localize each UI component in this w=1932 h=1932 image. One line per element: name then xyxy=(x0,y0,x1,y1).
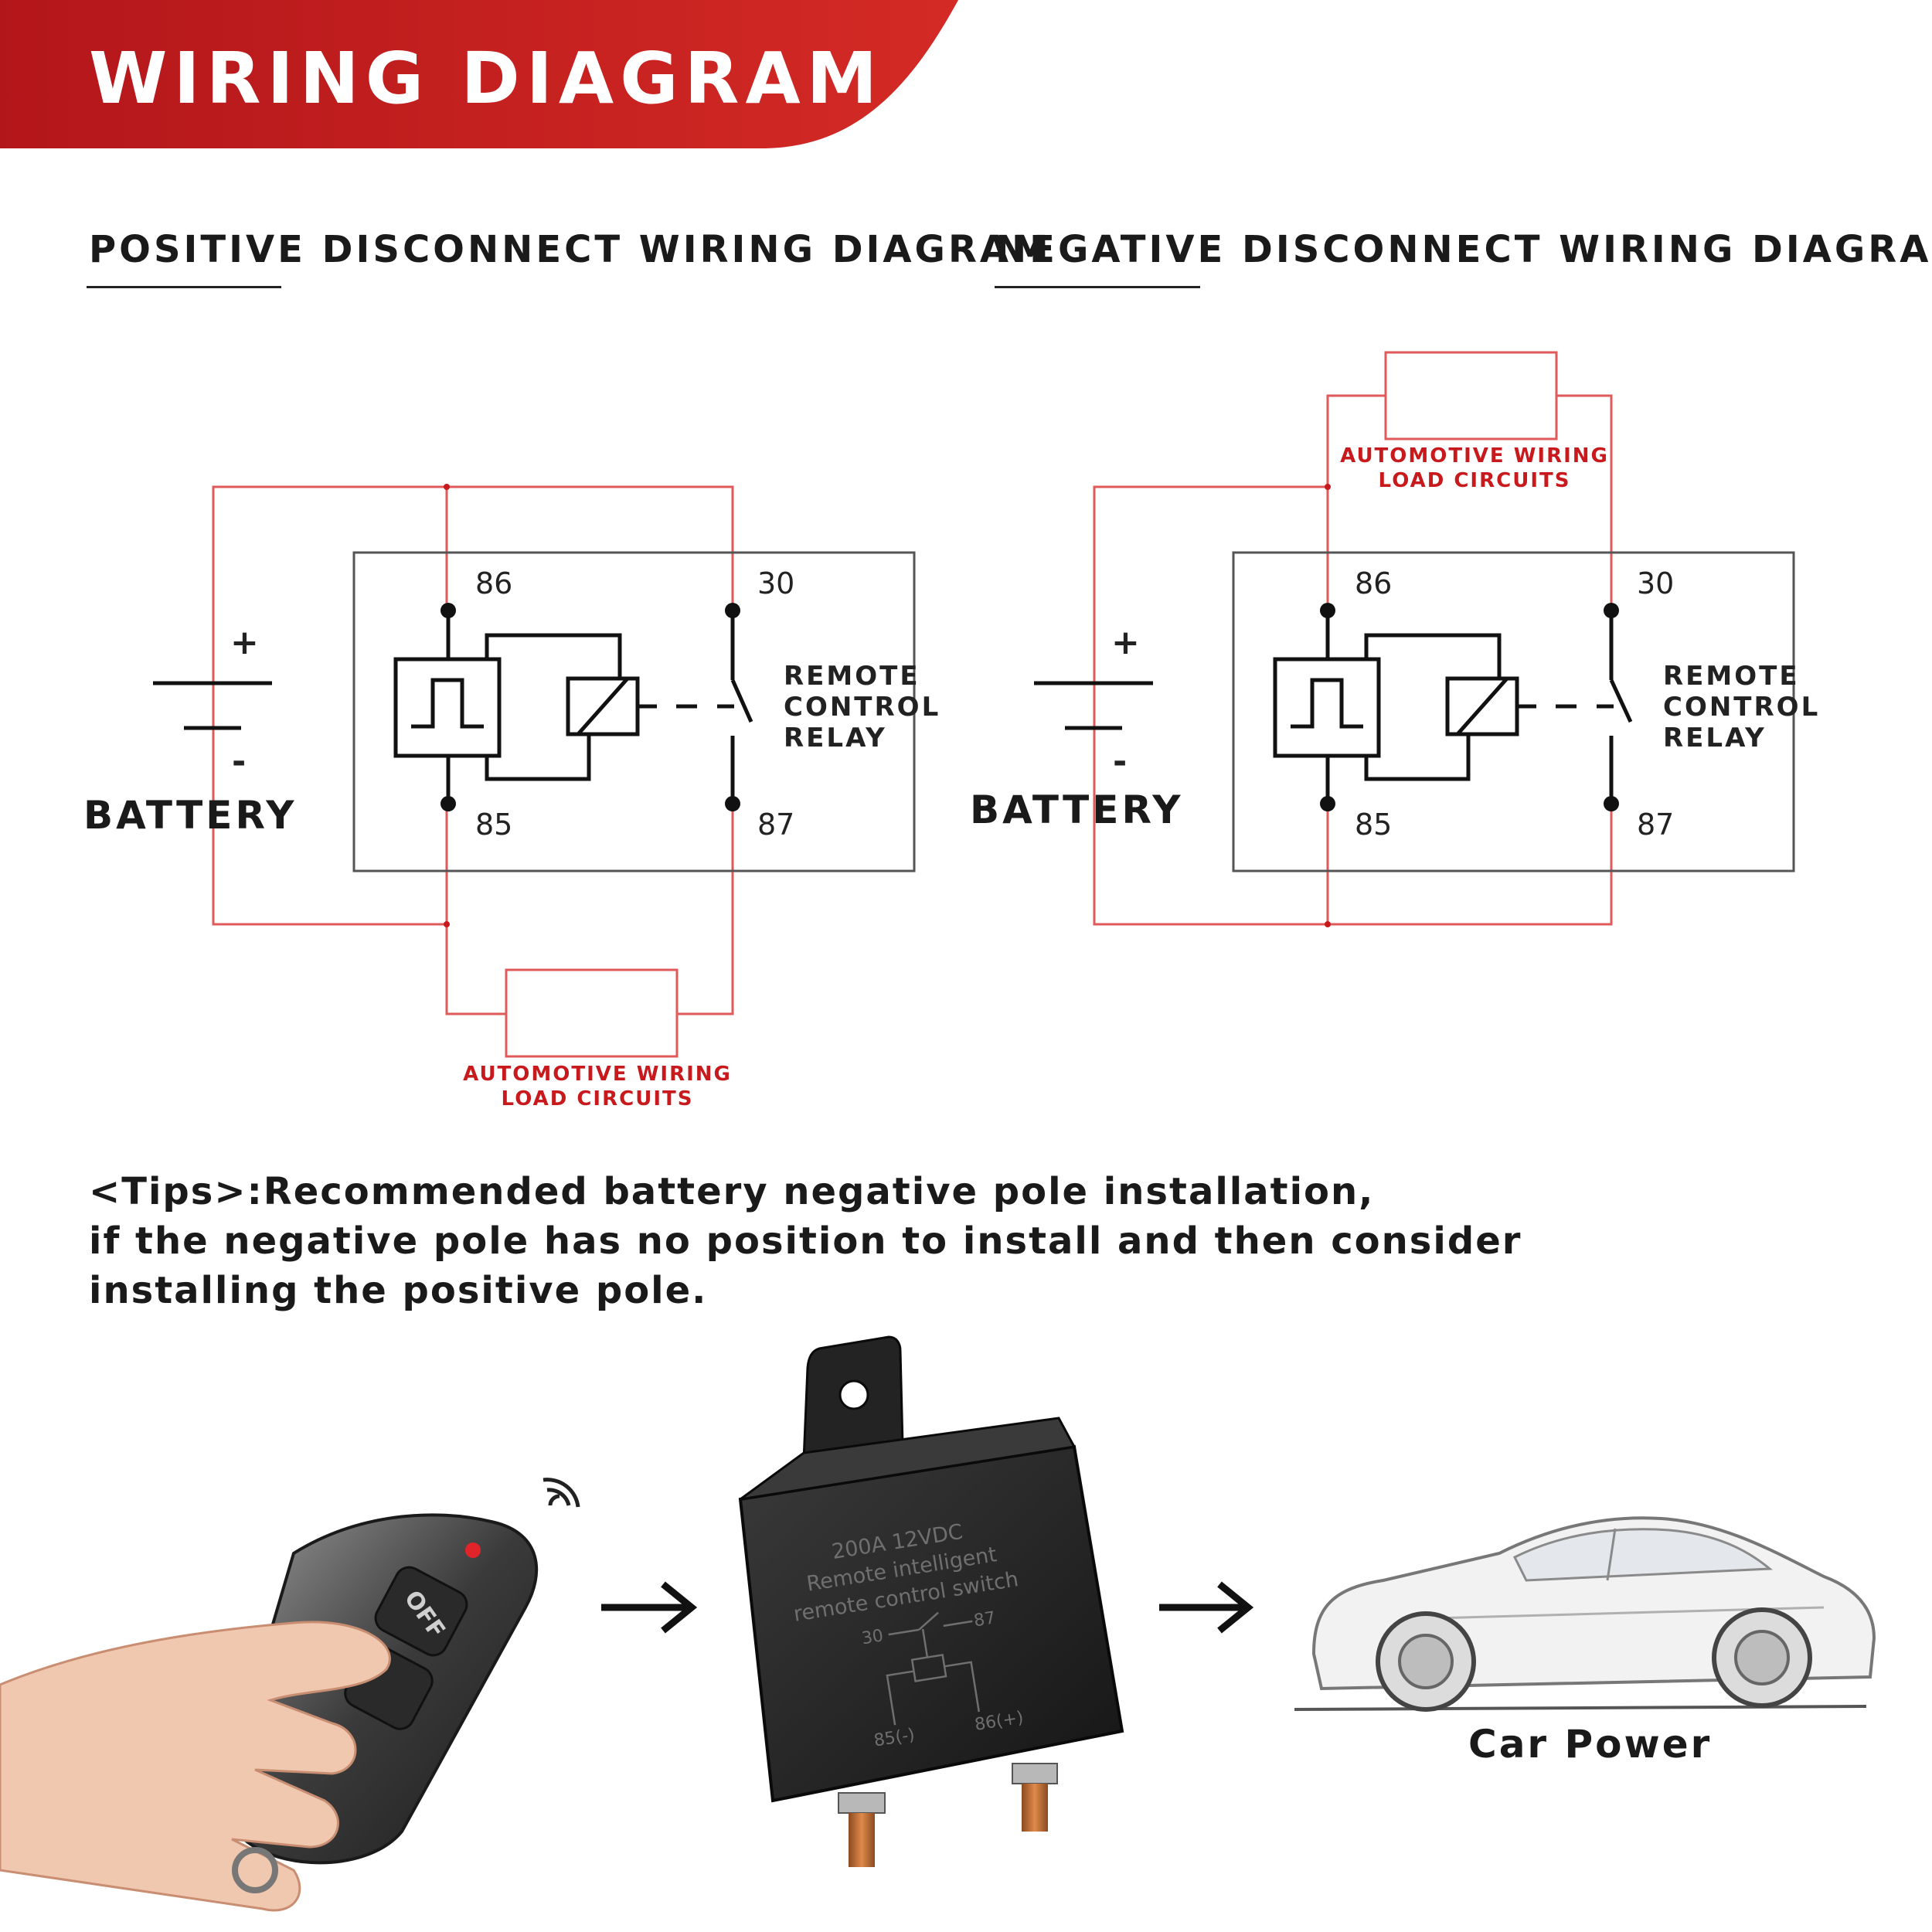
hand xyxy=(0,1621,391,1912)
terminal-85-label: 85 xyxy=(475,808,512,842)
load-circuit-box xyxy=(1384,351,1558,440)
terminal-87-dot xyxy=(1604,796,1619,811)
junction-dot xyxy=(1325,921,1331,927)
terminal-85-dot xyxy=(440,796,456,811)
terminal-stud-left xyxy=(849,1813,875,1867)
installation-tips: <Tips>:Recommended battery negative pole… xyxy=(89,1167,1522,1315)
header-banner xyxy=(0,0,958,148)
tips-line-2: if the negative pole has no position to … xyxy=(89,1219,1522,1263)
junction-dot xyxy=(444,921,450,927)
positive-title-underline xyxy=(87,286,281,288)
arrow-relay-to-car xyxy=(1159,1581,1254,1634)
terminal-85-dot xyxy=(1320,796,1335,811)
load-label-line2: LOAD CIRCUITS xyxy=(1379,469,1571,492)
remote-off-button[interactable] xyxy=(371,1563,472,1660)
battery-symbol xyxy=(153,681,272,730)
relay-housing xyxy=(352,551,916,872)
relay-pin-87: 87 xyxy=(972,1608,997,1631)
relay-housing xyxy=(1232,551,1795,872)
terminal-86-dot xyxy=(440,603,456,618)
battery-minus: - xyxy=(1113,742,1127,781)
relay-label-line1: REMOTE xyxy=(784,661,920,692)
wireless-signal-icon xyxy=(543,1478,580,1508)
tips-line-1: <Tips>:Recommended battery negative pole… xyxy=(89,1170,1375,1213)
negative-wires xyxy=(1093,394,1613,926)
battery-symbol xyxy=(1034,681,1153,730)
battery-label: BATTERY xyxy=(970,787,1183,832)
terminal-nut-left xyxy=(838,1792,886,1814)
positive-diagram-title: POSITIVE DISCONNECT WIRING DIAGRAM xyxy=(89,228,1052,271)
car-windows xyxy=(1512,1528,1773,1582)
product-illustration: OFF 200A 12VDC Remote intelligent remote… xyxy=(0,1335,1876,1912)
junction-dot xyxy=(1325,484,1331,490)
load-label-line1: AUTOMOTIVE WIRING xyxy=(463,1063,732,1086)
negative-diagram-title: NEGATIVE DISCONNECT WIRING DIAGRAM xyxy=(995,228,1932,271)
negative-diagram: 86 85 30 87 REMOTE CONTROL RELAY + - BAT… xyxy=(970,351,1820,927)
relay-label-line2: CONTROL xyxy=(784,692,940,723)
battery-minus: - xyxy=(232,742,246,781)
relay-mount-hole xyxy=(838,1379,869,1410)
terminal-86-label: 86 xyxy=(475,566,512,600)
relay-product: 200A 12VDC Remote intelligent remote con… xyxy=(738,1335,1124,1867)
terminal-stud-right xyxy=(1022,1784,1048,1832)
load-label-line2: LOAD CIRCUITS xyxy=(502,1087,694,1111)
battery-plus: + xyxy=(230,623,259,662)
relay-top xyxy=(740,1417,1077,1501)
relay-pin-30: 30 xyxy=(860,1626,885,1648)
battery-plus: + xyxy=(1111,623,1140,662)
car-power-caption: Car Power xyxy=(1468,1722,1713,1767)
terminal-30-label: 30 xyxy=(757,566,794,600)
relay-internal xyxy=(393,611,753,804)
terminal-87-label: 87 xyxy=(1637,808,1674,842)
page-title: WIRING DIAGRAM xyxy=(89,37,884,120)
terminal-86-dot xyxy=(1320,603,1335,618)
terminal-86-label: 86 xyxy=(1355,566,1392,600)
relay-label-line1: REMOTE xyxy=(1663,661,1800,692)
keyring xyxy=(232,1847,278,1893)
terminal-87-label: 87 xyxy=(757,808,794,842)
positive-wires xyxy=(212,485,734,1015)
remote-led xyxy=(465,1543,481,1558)
arrow-remote-to-relay xyxy=(601,1581,698,1634)
car-illustration xyxy=(1294,1516,1876,1712)
terminal-30-label: 30 xyxy=(1637,566,1674,600)
relay-label-line2: CONTROL xyxy=(1663,692,1820,723)
relay-label-line3: RELAY xyxy=(1663,723,1767,753)
positive-diagram: 86 85 30 87 REMOTE CONTROL RELAY + - BAT… xyxy=(83,484,940,1111)
terminal-nut-right xyxy=(1012,1763,1058,1784)
negative-title-underline xyxy=(995,286,1200,288)
terminal-85-label: 85 xyxy=(1355,808,1392,842)
junction-dot xyxy=(444,484,450,490)
terminal-87-dot xyxy=(725,796,740,811)
terminal-30-dot xyxy=(1604,603,1619,618)
load-circuit-box xyxy=(505,968,679,1058)
load-label-line1: AUTOMOTIVE WIRING xyxy=(1340,444,1609,468)
tips-line-3: installing the positive pole. xyxy=(89,1269,708,1312)
remote-in-hand: OFF xyxy=(0,1478,580,1912)
relay-internal xyxy=(1273,611,1633,804)
battery-label: BATTERY xyxy=(83,793,297,838)
terminal-30-dot xyxy=(725,603,740,618)
relay-label-line3: RELAY xyxy=(784,723,887,753)
car-ground-line xyxy=(1294,1705,1867,1711)
